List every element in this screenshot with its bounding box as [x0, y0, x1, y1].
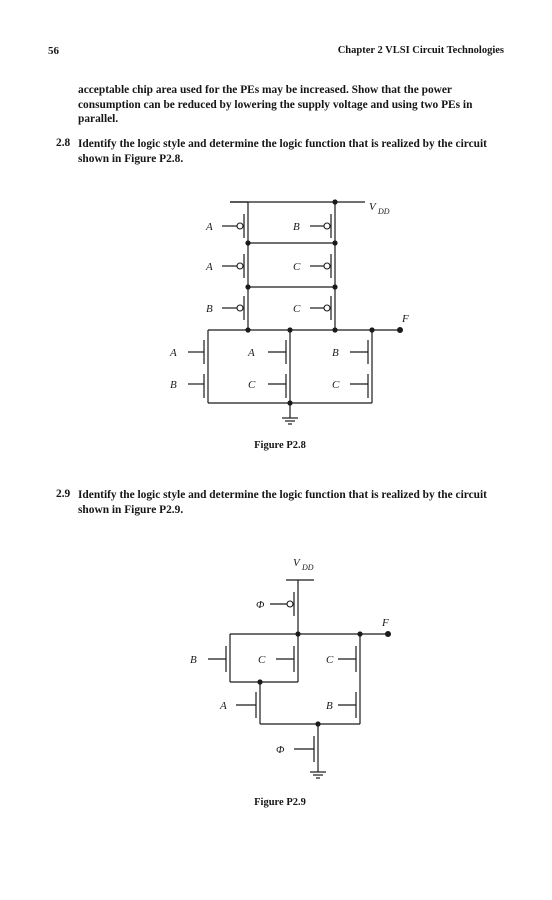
- gate-label: A: [169, 347, 177, 359]
- nmos-transistor: B: [332, 330, 373, 372]
- gate-label: C: [258, 654, 266, 666]
- vdd-label: V: [369, 201, 377, 213]
- nmos-transistor: A: [247, 330, 291, 372]
- paragraph: acceptable chip area used for the PEs ma…: [78, 84, 473, 125]
- pmos-transistor: B: [293, 202, 336, 243]
- gate-label: A: [205, 221, 213, 233]
- nmos-clock-transistor: Φ: [276, 736, 319, 772]
- gate-label: C: [293, 303, 301, 315]
- ground-symbol: [282, 417, 298, 425]
- exercise-text: Identify the logic style and determine t…: [78, 489, 487, 516]
- exercise-number: 2.9: [56, 488, 71, 500]
- nmos-transistor: B: [326, 692, 361, 724]
- pmos-clock-transistor: Φ: [256, 590, 299, 634]
- pmos-transistor: C: [293, 287, 336, 330]
- gate-label: A: [247, 347, 255, 359]
- gate-label: Φ: [256, 599, 265, 611]
- nmos-transistor: A: [219, 692, 261, 724]
- output-label: F: [381, 617, 389, 629]
- figure-p2-8-schematic: V DD A A B B C: [169, 199, 409, 425]
- gate-label: A: [205, 261, 213, 273]
- running-header: Chapter 2 VLSI Circuit Technologies: [337, 45, 504, 56]
- page-number: 56: [48, 45, 59, 57]
- gate-label: B: [332, 347, 339, 359]
- figure-caption: Figure P2.8: [254, 440, 306, 451]
- gate-label: B: [170, 379, 177, 391]
- nmos-transistor: B: [170, 372, 209, 403]
- nmos-transistor: C: [332, 372, 373, 403]
- gate-label: A: [219, 700, 227, 712]
- vdd-label: V: [293, 557, 301, 569]
- output-label: F: [401, 313, 409, 325]
- exercise-number: 2.8: [56, 137, 71, 149]
- vdd-subscript: DD: [377, 207, 390, 216]
- gate-label: C: [248, 379, 256, 391]
- nmos-transistor: B: [190, 634, 231, 682]
- gate-label: B: [190, 654, 197, 666]
- gate-label: C: [332, 379, 340, 391]
- exercise-text: Identify the logic style and determine t…: [78, 138, 487, 165]
- nmos-transistor: A: [169, 330, 209, 372]
- nmos-transistor: C: [258, 634, 299, 682]
- gate-label: Φ: [276, 744, 285, 756]
- nmos-transistor: C: [326, 634, 361, 694]
- gate-label: C: [326, 654, 334, 666]
- gate-label: B: [293, 221, 300, 233]
- gate-label: B: [206, 303, 213, 315]
- figure-caption: Figure P2.9: [254, 797, 306, 808]
- pmos-transistor: A: [205, 201, 249, 243]
- vdd-subscript: DD: [301, 563, 314, 572]
- gate-label: C: [293, 261, 301, 273]
- ground-symbol: [310, 771, 326, 779]
- gate-label: B: [326, 700, 333, 712]
